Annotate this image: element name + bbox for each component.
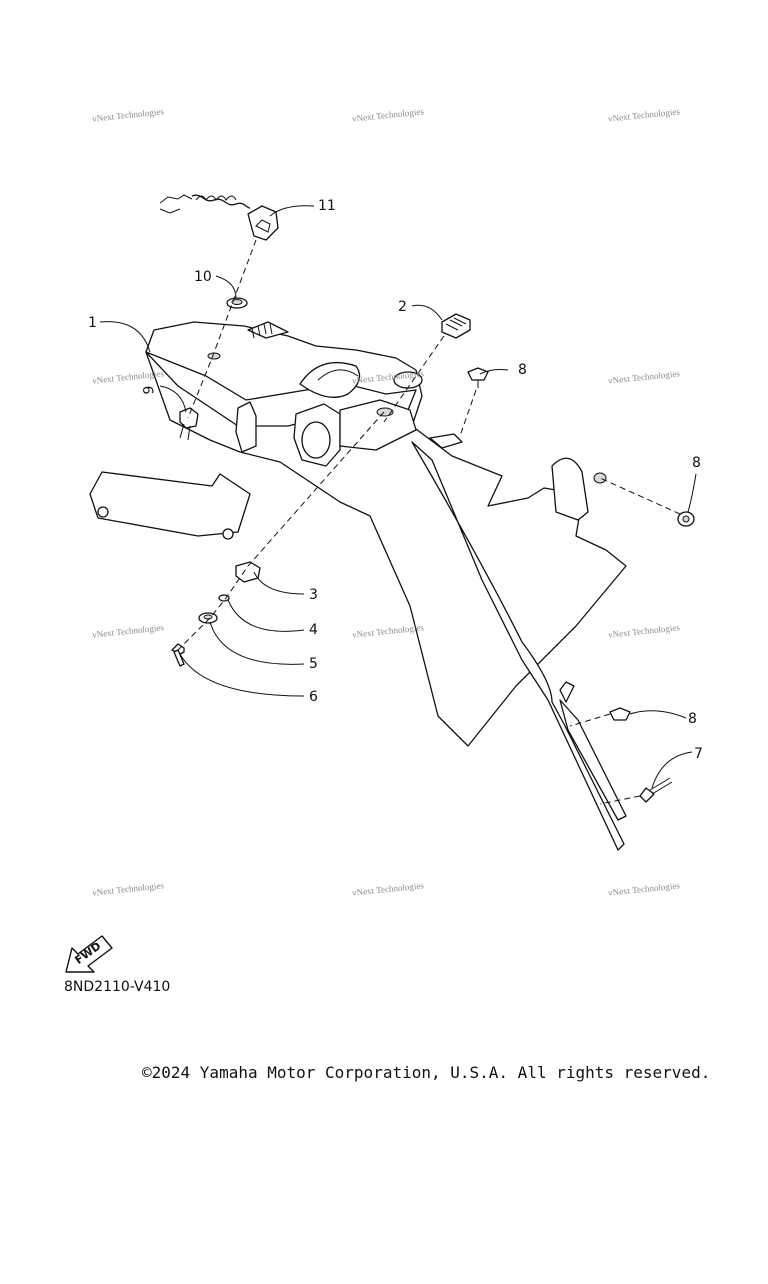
callout-1: 1 <box>88 315 97 331</box>
forward-arrow-icon: FWD <box>65 935 113 973</box>
rivet-part-8-upper <box>467 367 489 388</box>
callout-8-lower: 8 <box>688 711 697 727</box>
callout-5: 5 <box>309 656 318 672</box>
diagram-code: 8ND2110-V410 <box>64 979 171 995</box>
callout-7: 7 <box>694 746 703 762</box>
bolt-part-6 <box>171 643 185 667</box>
assembly-line-cap <box>383 335 445 423</box>
assembly-line-rivet-upper <box>459 389 477 437</box>
callout-8-right: 8 <box>692 455 701 471</box>
rear-fender-body-part-1 <box>89 321 627 851</box>
callout-11: 11 <box>318 198 336 214</box>
copyright-notice: ©2024 Yamaha Motor Corporation, U.S.A. A… <box>142 1063 711 1082</box>
assembly-line-screw <box>599 795 641 805</box>
callout-6: 6 <box>309 689 318 705</box>
callout-8-upper: 8 <box>518 362 527 378</box>
assembly-line-fasteners <box>175 411 385 653</box>
grommet-part-10 <box>226 297 248 309</box>
callout-9: 9 <box>141 385 158 395</box>
rivet-part-8-right <box>677 511 695 527</box>
callout-2: 2 <box>398 299 407 315</box>
callout-3: 3 <box>309 587 318 603</box>
cap-part-2 <box>441 313 471 339</box>
assembly-line-rivet-lower <box>569 713 611 727</box>
callout-4: 4 <box>309 622 318 638</box>
rivet-part-8-lower <box>609 707 631 721</box>
assembly-line-rivet-right <box>599 477 681 515</box>
leader-lines <box>99 205 697 789</box>
washer-part-5 <box>198 612 218 624</box>
lanyard-part-11 <box>159 194 279 241</box>
callout-10: 10 <box>194 269 212 285</box>
screw-part-7 <box>639 777 673 803</box>
connector-part-9 <box>179 407 199 441</box>
assembly-line-lanyard <box>187 239 257 419</box>
